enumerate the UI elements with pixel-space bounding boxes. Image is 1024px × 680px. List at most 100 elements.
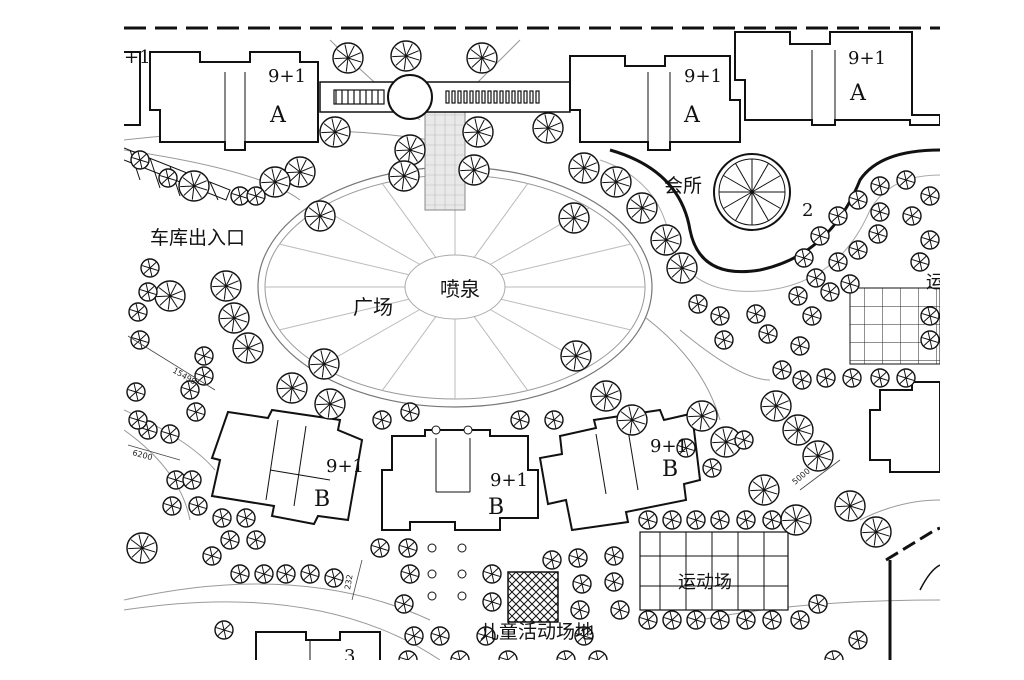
tree-icon (462, 116, 494, 148)
tree-icon (870, 202, 890, 222)
tree-icon (828, 252, 848, 272)
building-label-bottom-left-type: B (314, 487, 330, 512)
tree-icon (816, 368, 836, 388)
tree-icon (748, 474, 780, 506)
dimension-232: 232 (343, 574, 355, 591)
tree-icon (588, 650, 608, 660)
tree-icon (780, 504, 812, 536)
tree-icon (194, 366, 214, 386)
right-road-edge (885, 526, 940, 562)
dimension-lines (127, 335, 841, 601)
tree-icon (210, 270, 242, 302)
tree-icon (650, 224, 682, 256)
tree-icon (130, 330, 150, 350)
tree-icon (760, 390, 792, 422)
tree-icon (466, 42, 498, 74)
building-bottom-left-b (210, 408, 364, 526)
tree-icon (662, 610, 682, 630)
building-label-top-mid-floors: 9+1 (684, 66, 722, 87)
building-right-edge (869, 381, 940, 473)
tree-icon (128, 410, 148, 430)
label-fountain: 喷泉 (440, 277, 480, 301)
tree-icon (802, 306, 822, 326)
tree-icon (560, 340, 592, 372)
tree-icon (828, 206, 848, 226)
clubhouse-rotunda (713, 153, 791, 231)
tree-icon (276, 564, 296, 584)
tree-icon (532, 112, 564, 144)
tree-icon (398, 538, 418, 558)
tree-icon (188, 496, 208, 516)
building-label-bottom-mid-type: B (488, 495, 504, 520)
tree-icon (790, 610, 810, 630)
tree-icon (848, 190, 868, 210)
tree-icon (626, 192, 658, 224)
bottom-building-number: 3 (344, 646, 355, 667)
tree-icon (430, 626, 450, 646)
trees (126, 40, 940, 660)
building-label-bottom-mid-floors: 9+1 (490, 470, 528, 491)
tree-icon (848, 240, 868, 260)
plaza (257, 166, 653, 408)
tree-icon (130, 150, 150, 170)
tree-icon (194, 346, 214, 366)
tree-icon (259, 166, 291, 198)
bridge-walkway (319, 74, 571, 120)
tree-icon (284, 156, 316, 188)
tree-icon (390, 40, 422, 72)
building-label-top-right-type: A (849, 81, 867, 106)
tree-icon (590, 380, 622, 412)
tree-icon (556, 650, 576, 660)
label-kids-playground: 儿童活动场地 (480, 621, 594, 643)
tree-icon (140, 258, 160, 278)
clubhouse-road-inner (599, 159, 940, 292)
tree-icon (482, 564, 502, 584)
tree-icon (214, 620, 234, 640)
tree-icon (920, 306, 940, 326)
tree-icon (870, 368, 890, 388)
building-top-mid-a (569, 55, 741, 151)
building-bottom-right-b (538, 408, 702, 532)
building-label-edge-floors: +1 (124, 47, 151, 68)
tree-icon (666, 252, 698, 284)
building-label-bottom-right-floors: 9+1 (650, 436, 688, 457)
tree-icon (158, 168, 178, 188)
tree-icon (276, 372, 308, 404)
tree-icon (910, 252, 930, 272)
tree-icon (388, 160, 420, 192)
tree-icon (162, 496, 182, 516)
tree-icon (458, 154, 490, 186)
tree-icon (218, 302, 250, 334)
label-sports-field: 运动场 (678, 572, 732, 593)
tree-icon (202, 546, 222, 566)
tree-icon (902, 206, 922, 226)
tree-icon (600, 166, 632, 198)
tree-icon (394, 134, 426, 166)
tree-icon (806, 268, 826, 288)
tree-icon (138, 282, 158, 302)
building-bottom-mid-b (381, 425, 539, 531)
tree-icon (848, 630, 868, 650)
tree-icon (802, 440, 834, 472)
tree-icon (686, 400, 718, 432)
tree-icon (794, 248, 814, 268)
tree-icon (920, 330, 940, 350)
tree-icon (790, 336, 810, 356)
tree-icon (324, 568, 344, 588)
tree-icon (230, 186, 250, 206)
tree-icon (808, 594, 828, 614)
tree-icon (568, 152, 600, 184)
tree-icon (810, 226, 830, 246)
tree-icon (604, 546, 624, 566)
sports-field (639, 531, 789, 611)
building-label-bottom-right-type: B (662, 457, 678, 482)
tree-icon (616, 404, 648, 436)
tree-icon (792, 370, 812, 390)
plan-drawing: 15498 6200 5000 232 +1 9+1 A 9+1 A 9+1 A… (124, 18, 940, 667)
tree-icon (178, 170, 210, 202)
tree-icon (714, 330, 734, 350)
tree-icon (126, 532, 158, 564)
tree-icon (300, 564, 320, 584)
tree-icon (126, 382, 146, 402)
tree-icon (762, 510, 782, 530)
